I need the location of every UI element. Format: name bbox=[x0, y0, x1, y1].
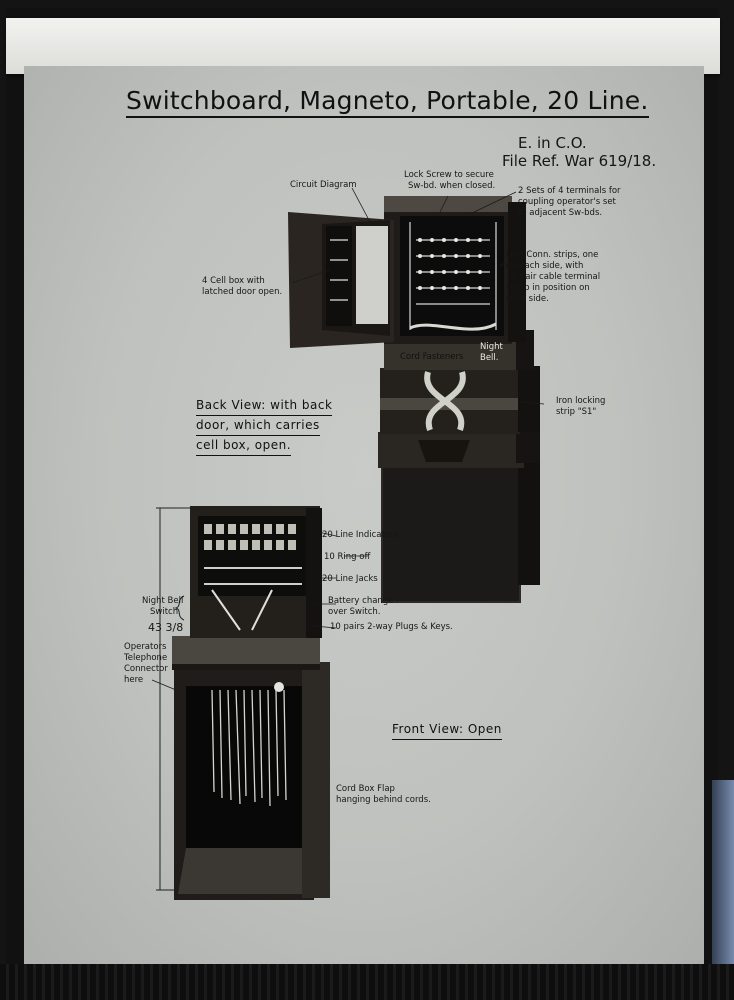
film-edge bbox=[0, 964, 734, 1000]
document-sheet bbox=[24, 66, 704, 966]
edge-light-leak bbox=[712, 780, 734, 980]
label-iron-locking-strip: Iron locking strip "S1" bbox=[556, 396, 606, 417]
leader-lines bbox=[151, 187, 545, 691]
label-plugs-keys: 10 pairs 2-way Plugs & Keys. bbox=[330, 622, 453, 632]
paper-tape-strip bbox=[6, 18, 720, 74]
label-operators-connector: Operators Telephone Connector here bbox=[124, 642, 168, 685]
label-night-bell: Night Bell. bbox=[480, 342, 503, 363]
file-reference: File Ref. War 619/18. bbox=[502, 152, 657, 170]
label-cell-box: 4 Cell box with latched door open. bbox=[202, 276, 283, 297]
document-title: Switchboard, Magneto, Portable, 20 Line. bbox=[126, 86, 649, 118]
label-ring-off: 10 Ring off bbox=[324, 552, 371, 562]
label-battery-change: Battery change - over Switch. bbox=[328, 596, 400, 617]
front-view-caption: Front View: Open bbox=[392, 720, 502, 740]
reference-line-1: E. in C.O. bbox=[518, 134, 587, 152]
label-line-conn-strips: Line Conn. strips, one on each side, wit… bbox=[506, 250, 601, 304]
back-view-photo bbox=[288, 196, 540, 603]
label-terminals: 2 Sets of 4 terminals for coupling opera… bbox=[518, 186, 621, 218]
label-night-bell-switch: Night Bell Switch bbox=[142, 596, 184, 617]
back-view-caption: Back View: with back door, which carries… bbox=[196, 396, 333, 456]
label-cord-box-flap: Cord Box Flap hanging behind cords. bbox=[336, 784, 431, 805]
label-lock-screw: Lock Screw to secure Sw-bd. when closed. bbox=[404, 170, 496, 191]
height-dimension: 43 3/8 bbox=[148, 621, 184, 634]
front-view-photo bbox=[156, 506, 330, 900]
label-circuit-diagram: Circuit Diagram bbox=[290, 180, 357, 190]
label-line-indicators: 20 Line Indicators bbox=[322, 530, 398, 540]
label-cord-fasteners: Cord Fasteners bbox=[400, 352, 464, 362]
label-line-jacks: 20 Line Jacks bbox=[322, 574, 378, 584]
